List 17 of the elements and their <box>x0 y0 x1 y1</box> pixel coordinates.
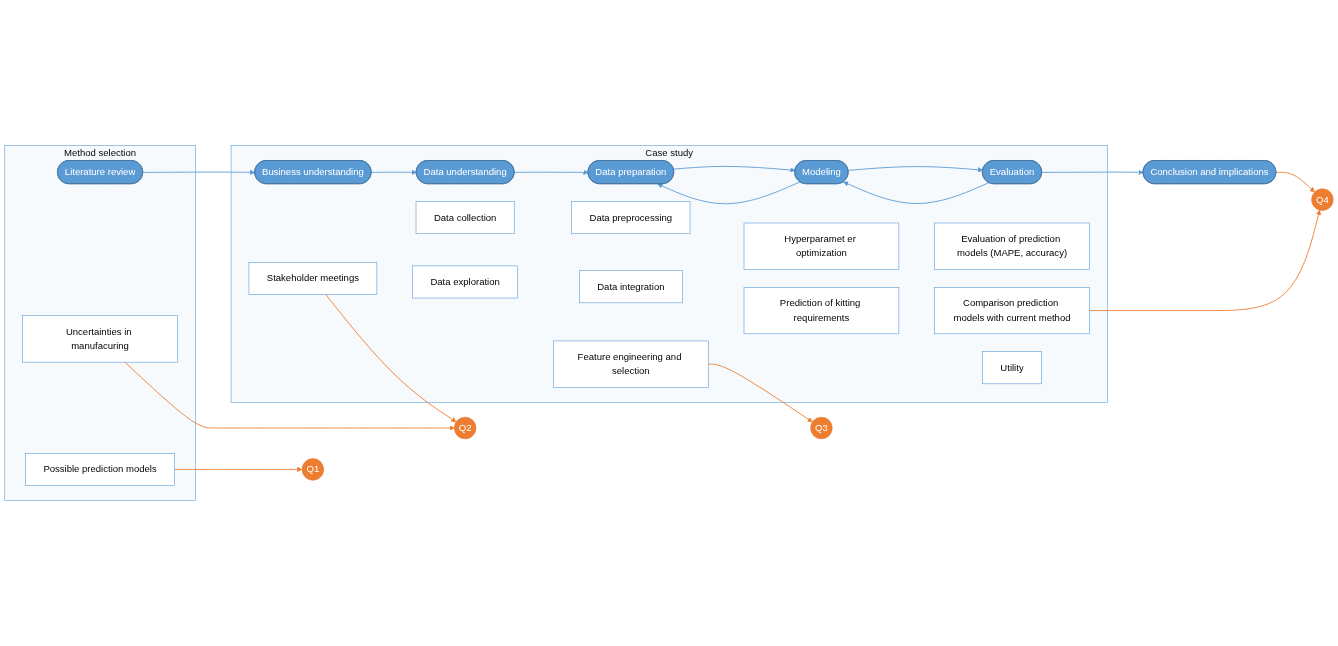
node-circle: Q4 <box>1311 188 1334 211</box>
node-circle: Q1 <box>301 458 324 481</box>
node-circle: Q2 <box>454 416 477 440</box>
node-circle: Q3 <box>810 416 833 440</box>
node-box: Comparison prediction models with current method <box>934 287 1090 335</box>
node-box: Data integration <box>579 270 683 304</box>
node-box: Possible prediction models <box>25 453 175 486</box>
node-box: Data exploration <box>412 265 518 299</box>
node-box: Hyperparamet er optimization <box>743 222 900 270</box>
node-box: Stakeholder meetings <box>248 262 378 295</box>
node-box: Evaluation of prediction models (MAPE, accuracy) <box>934 222 1090 270</box>
node-box: Uncertainties in manufacuring <box>22 315 178 363</box>
node-box: Prediction of kitting requirements <box>743 287 900 335</box>
node-box: Data collection <box>415 201 515 235</box>
node-box: Utility <box>982 351 1042 385</box>
node-box: Data preprocessing <box>571 201 691 235</box>
node-box: Feature engineering and selection <box>553 340 709 388</box>
